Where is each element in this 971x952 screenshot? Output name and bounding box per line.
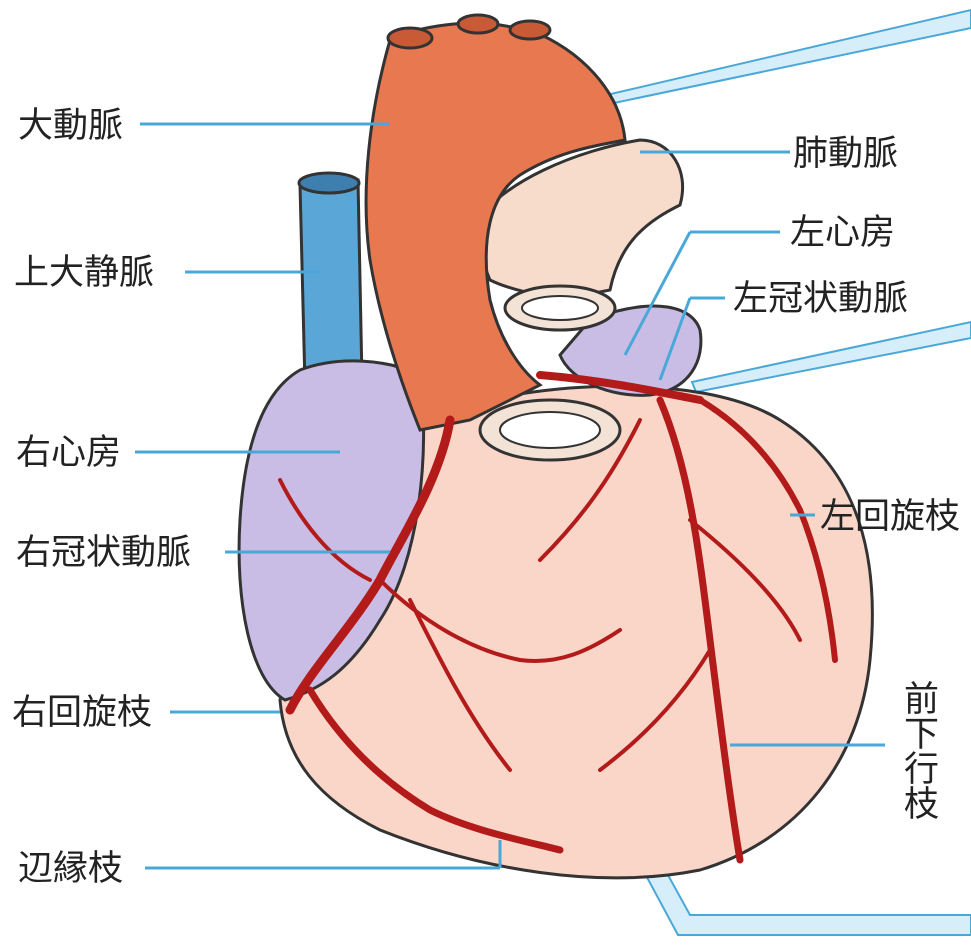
aorta-branch-1 <box>388 28 432 48</box>
label-aorta: 大動脈 <box>18 106 123 146</box>
label-left-circumflex-branch: 左回旋枝 <box>820 497 960 537</box>
label-right-atrium: 右心房 <box>16 433 121 473</box>
aorta-branch-3 <box>510 21 550 39</box>
label-pulmonary-artery: 肺動脈 <box>793 134 898 174</box>
aorta-branch-2 <box>458 15 498 33</box>
label-left-atrium: 左心房 <box>790 213 895 253</box>
label-right-circumflex-branch: 右回旋枝 <box>12 693 152 733</box>
label-superior-vena-cava: 上大静脈 <box>14 253 154 293</box>
pointer-stick-top <box>585 10 971 108</box>
label-left-coronary-artery: 左冠状動脈 <box>733 279 908 319</box>
label-right-coronary-artery: 右冠状動脈 <box>16 533 191 573</box>
label-anterior-descending-branch: 前下行枝 <box>898 680 939 820</box>
label-marginal-branch: 辺縁枝 <box>18 849 123 889</box>
pointer-stick-right <box>692 322 971 392</box>
superior-vena-cava-shape <box>299 173 362 385</box>
